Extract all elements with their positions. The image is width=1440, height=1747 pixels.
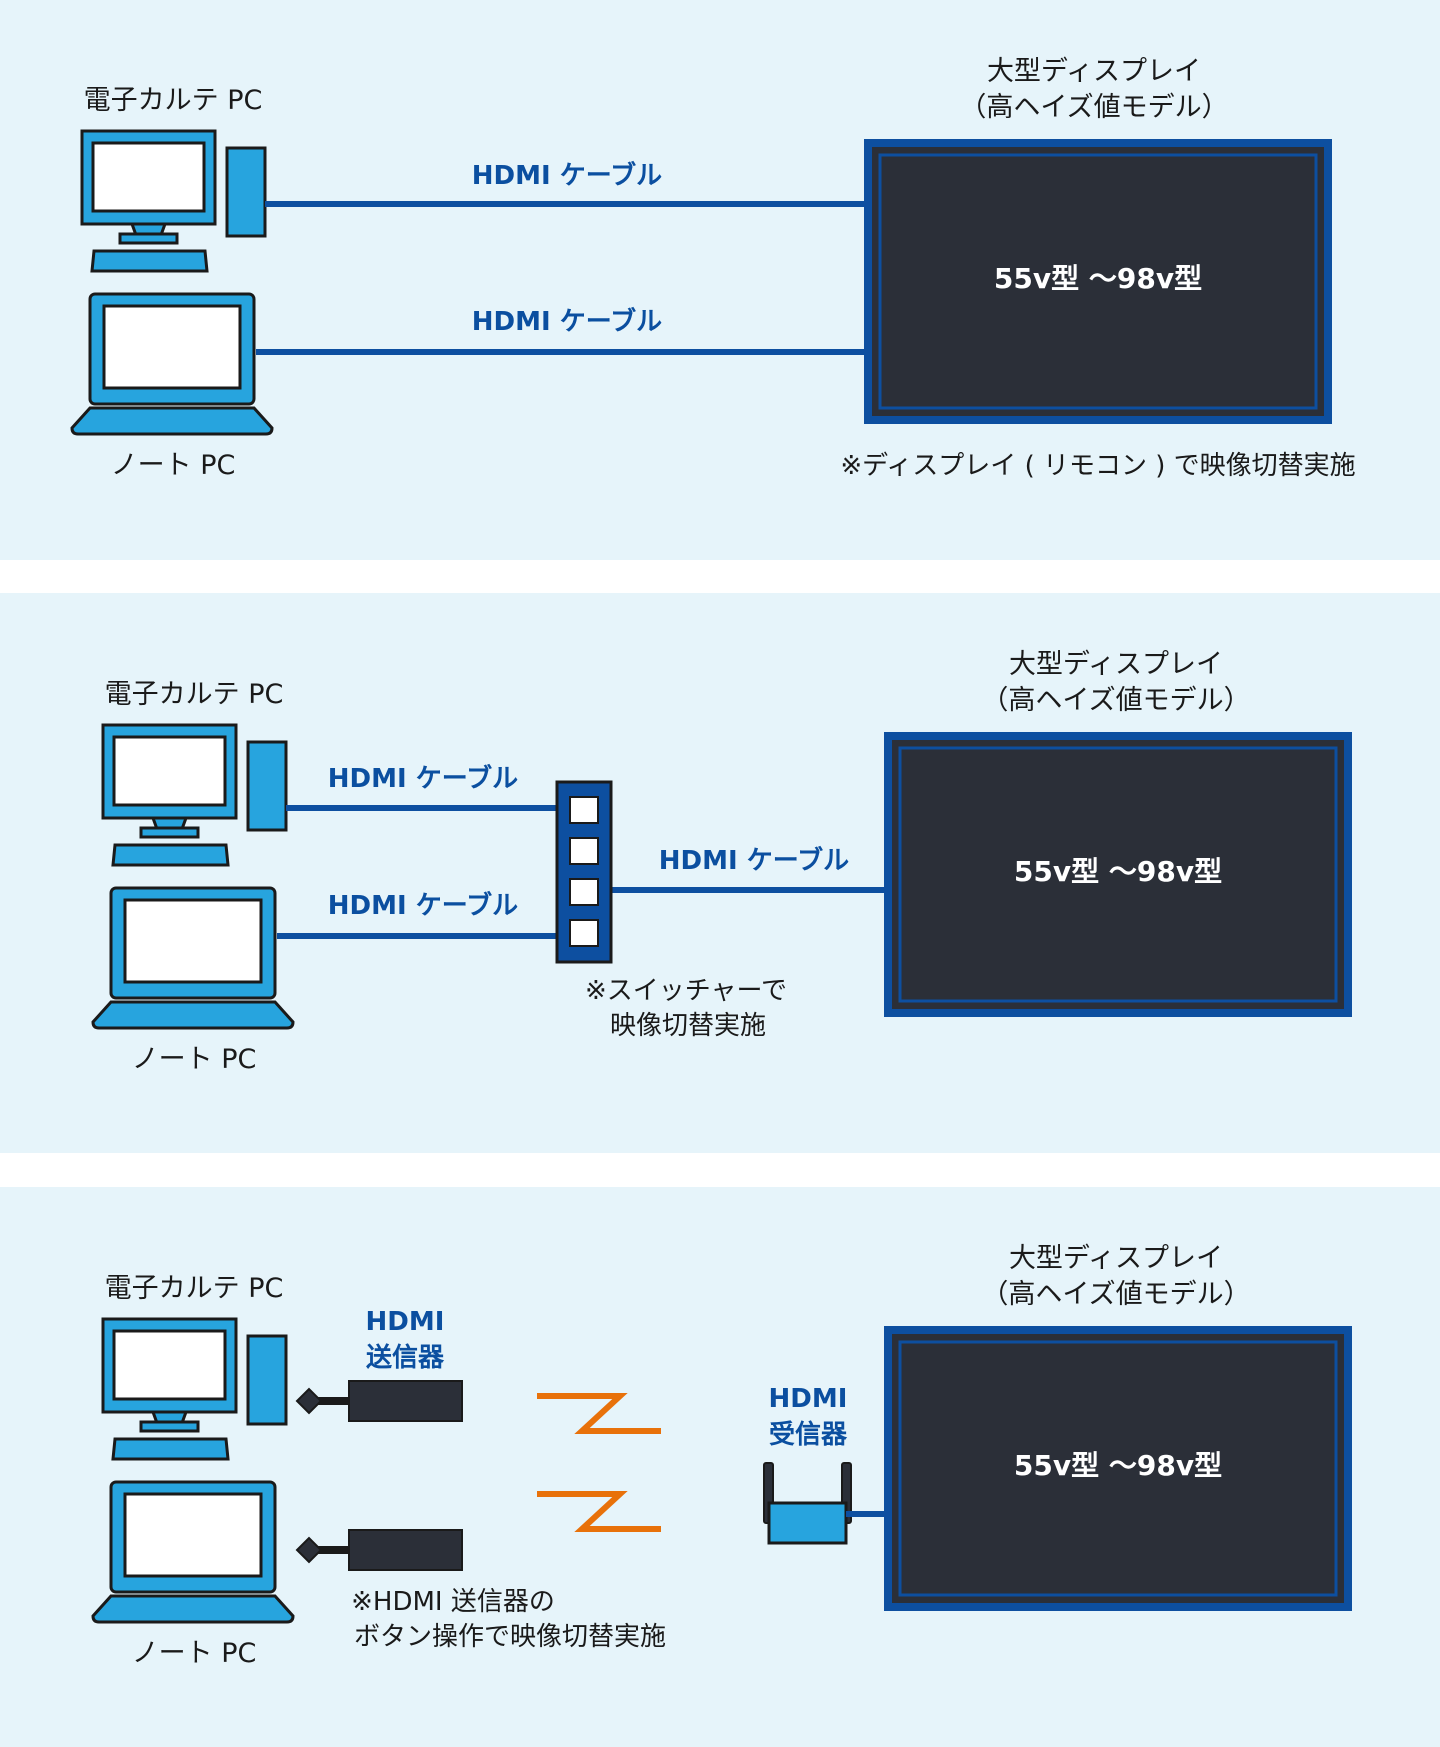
- display-size: 55v型 〜98v型: [1014, 1449, 1222, 1482]
- laptop-icon: [70, 292, 274, 436]
- panel1-diagram: 電子カルテ PC ノート PC HDMI ケーブル HDMI ケーブル 大型ディ…: [70, 56, 1356, 481]
- receiver-icon: [763, 1462, 852, 1545]
- pc-label: 電子カルテ PC: [84, 85, 263, 116]
- receiver-label: HDMI: [769, 1384, 848, 1414]
- laptop-label: ノート PC: [132, 1044, 257, 1075]
- wireless-signal-icon: [537, 1494, 661, 1529]
- note: 映像切替実施: [610, 1011, 766, 1041]
- display-subtitle: （高ヘイズ値モデル）: [981, 1279, 1250, 1310]
- cable-label: HDMI ケーブル: [328, 890, 518, 921]
- transmitter-label: HDMI: [366, 1307, 445, 1337]
- transmitter-icon: [297, 1381, 462, 1421]
- display-size: 55v型 〜98v型: [1014, 855, 1222, 888]
- cable-label: HDMI ケーブル: [659, 845, 849, 876]
- cable-label: HDMI ケーブル: [328, 763, 518, 794]
- pc-label: 電子カルテ PC: [105, 679, 284, 710]
- cable-label: HDMI ケーブル: [472, 306, 662, 337]
- note: ※HDMI 送信器の: [351, 1587, 555, 1617]
- display-title: 大型ディスプレイ: [987, 56, 1201, 87]
- note: ※ディスプレイ ( リモコン ) で映像切替実施: [840, 451, 1355, 481]
- wireless-signal-icon: [537, 1396, 661, 1431]
- transmitter-label: 送信器: [366, 1343, 445, 1373]
- pc-label: 電子カルテ PC: [105, 1273, 284, 1304]
- laptop-icon: [91, 1480, 295, 1624]
- display-subtitle: （高ヘイズ値モデル）: [959, 92, 1228, 123]
- display-title: 大型ディスプレイ: [1009, 1243, 1223, 1274]
- laptop-icon: [91, 886, 295, 1030]
- transmitter-icon: [297, 1530, 462, 1570]
- note: ※スイッチャーで: [585, 976, 787, 1006]
- display-subtitle: （高ヘイズ値モデル）: [981, 685, 1250, 716]
- display-size: 55v型 〜98v型: [994, 262, 1202, 295]
- desktop-pc-icon: [101, 723, 288, 867]
- desktop-pc-icon: [101, 1317, 288, 1461]
- laptop-label: ノート PC: [132, 1638, 257, 1669]
- cable-label: HDMI ケーブル: [472, 160, 662, 191]
- switcher-icon: [555, 780, 613, 964]
- panel3-diagram: 電子カルテ PC ノート PC HDMI 送信器 ※HDMI 送信器の ボタン操…: [91, 1243, 1348, 1669]
- panel2-diagram: 電子カルテ PC ノート PC HDMI ケーブル HDMI ケーブル HDMI…: [91, 649, 1348, 1075]
- desktop-pc-icon: [80, 129, 267, 273]
- note: ボタン操作で映像切替実施: [354, 1622, 666, 1652]
- laptop-label: ノート PC: [111, 450, 236, 481]
- receiver-label: 受信器: [769, 1419, 848, 1450]
- display-title: 大型ディスプレイ: [1009, 649, 1223, 680]
